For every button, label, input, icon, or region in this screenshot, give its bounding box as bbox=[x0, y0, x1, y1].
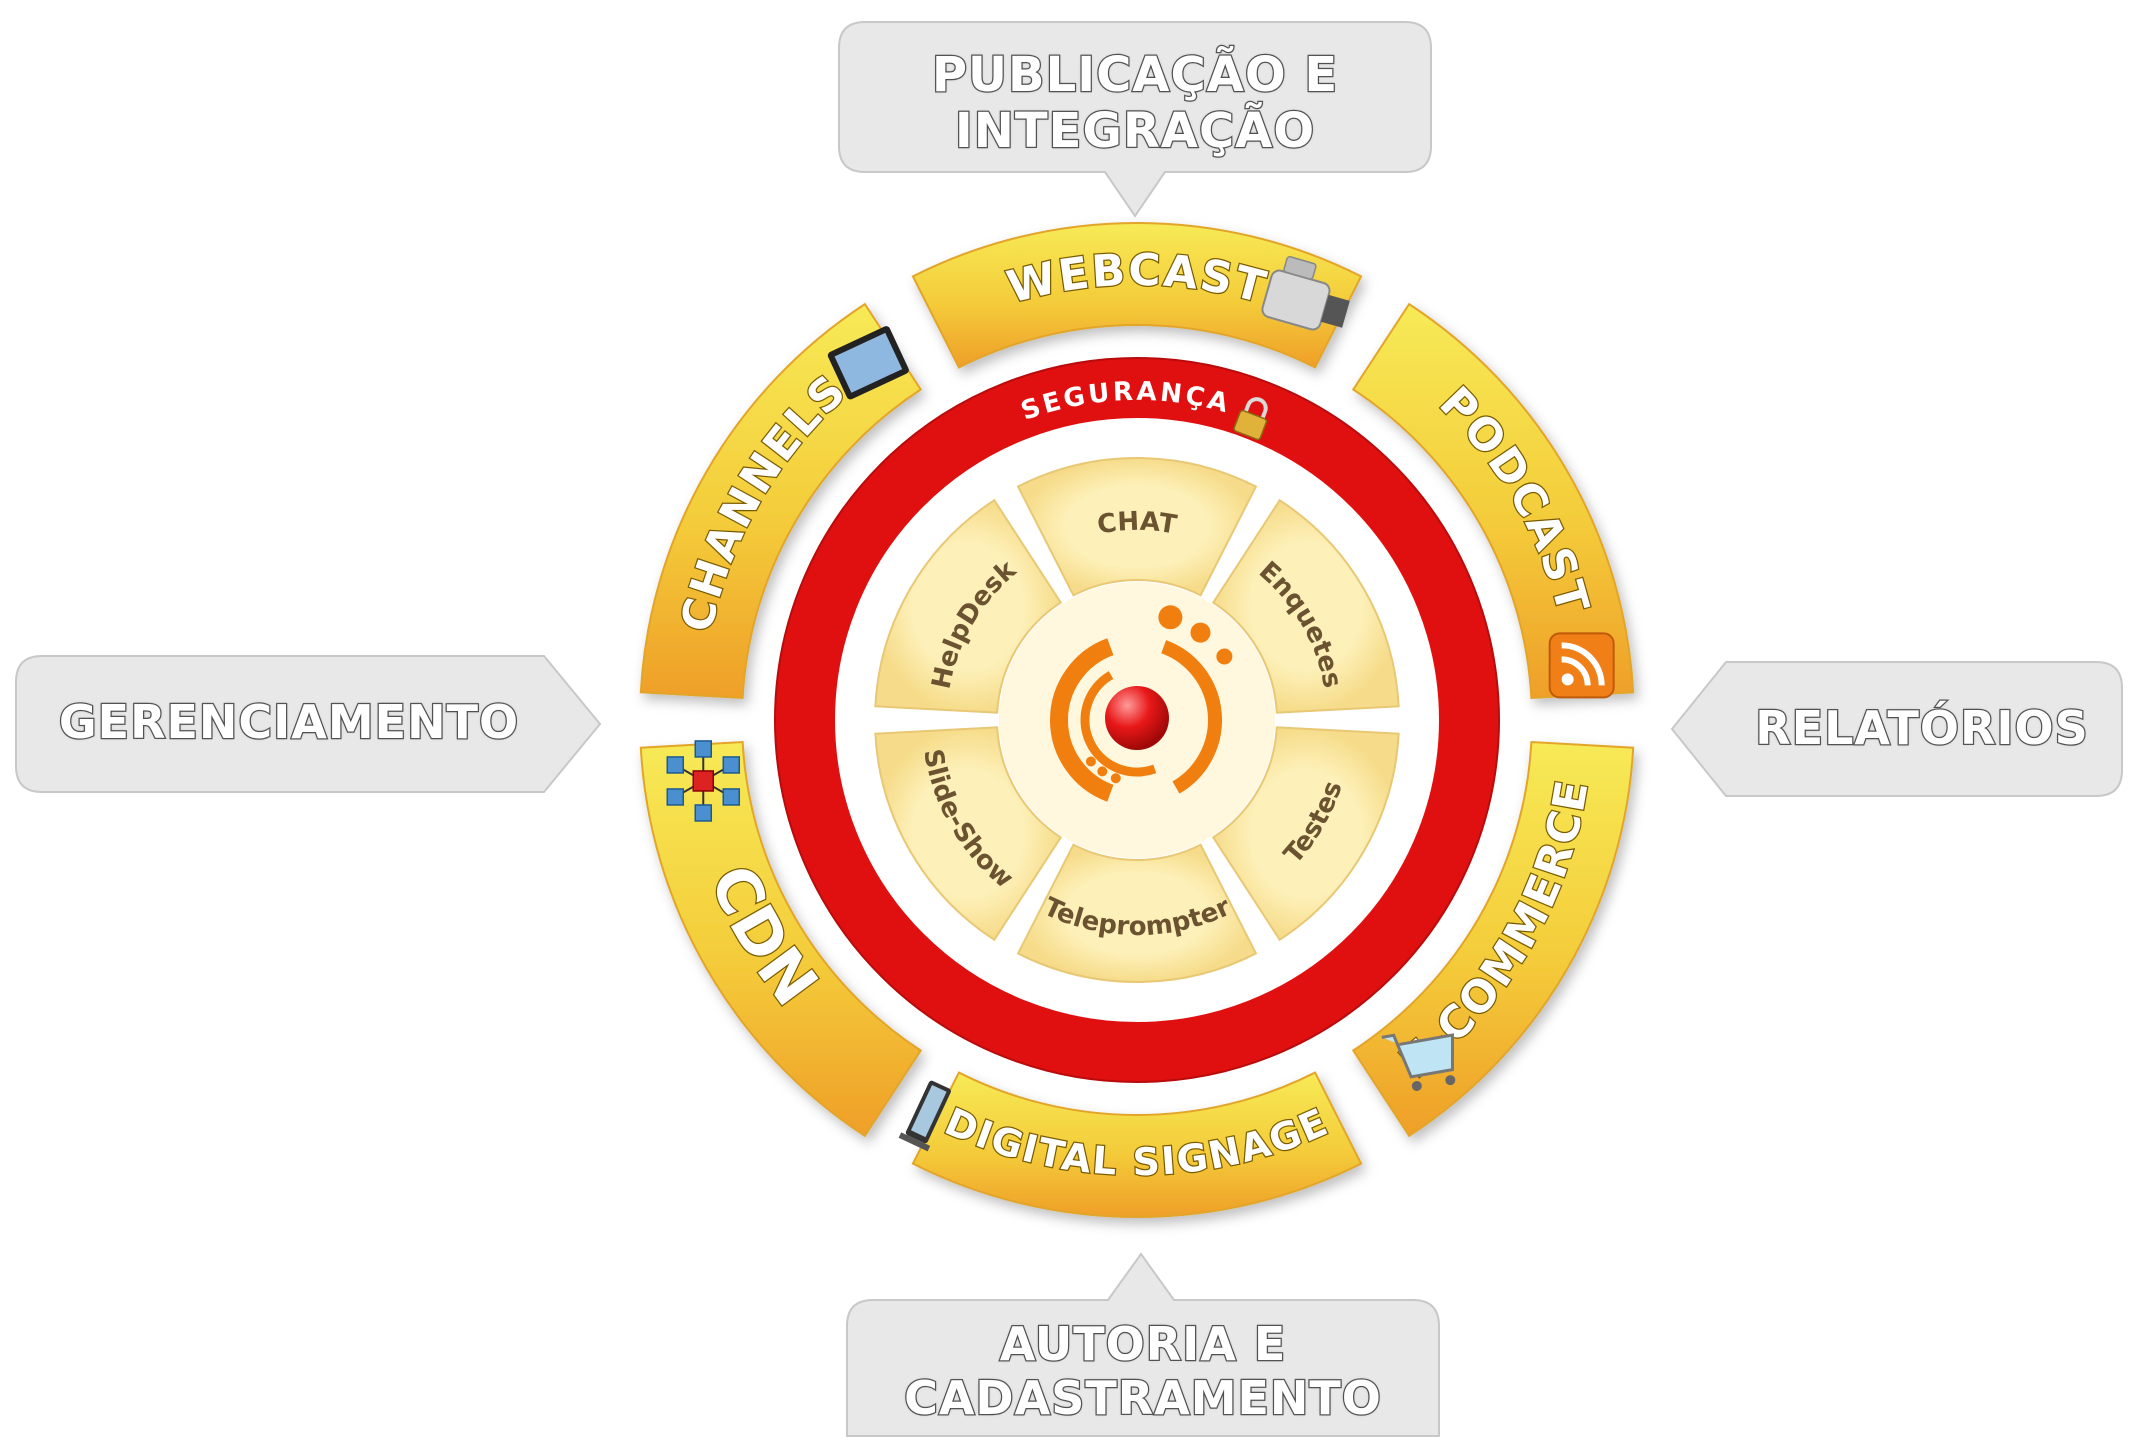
callout-shape bbox=[838, 21, 1432, 218]
rss-feed-icon bbox=[1548, 632, 1615, 699]
callout-line-2: CADASTRAMENTO bbox=[903, 1370, 1382, 1425]
network-nodes-icon bbox=[666, 740, 741, 822]
callout-line-1: PUBLICAÇÃO E bbox=[931, 46, 1339, 104]
outer-segment-digital-signage: DIGITAL SIGNAGE bbox=[911, 1071, 1363, 1219]
inner-segment-enquetes: Enquetes bbox=[1211, 498, 1400, 714]
outer-segment-shape bbox=[911, 1071, 1363, 1219]
outer-segment-webcast: WEBCAST bbox=[911, 221, 1363, 369]
callout-line-2: INTEGRAÇÃO bbox=[954, 102, 1316, 160]
digital-display-icon bbox=[898, 1080, 951, 1152]
callout-label: RELATÓRIOS bbox=[1754, 700, 2089, 755]
shopping-cart-icon bbox=[1381, 1033, 1456, 1092]
inner-segment-teleprompter: Teleprompter bbox=[1016, 843, 1258, 983]
security-ring-band bbox=[775, 358, 1499, 1082]
inner-segment-shape bbox=[1211, 498, 1400, 714]
outer-segment-shape bbox=[639, 740, 923, 1138]
callout-gerenciamento: GERENCIAMENTO bbox=[14, 654, 604, 794]
security-ring-edge bbox=[774, 357, 1500, 1083]
segment-icons bbox=[666, 256, 1615, 1152]
callout-relatorios: RELATÓRIOS bbox=[1670, 660, 2124, 798]
outer-segment-shape bbox=[1351, 302, 1635, 700]
inner-segment-helpdesk: HelpDesk bbox=[874, 498, 1063, 714]
center-logo bbox=[999, 582, 1275, 858]
inner-segment-slide-show: Slide-Show bbox=[874, 726, 1063, 942]
inner-segment-shape bbox=[874, 498, 1063, 714]
inner-segment-label: CHAT bbox=[1095, 507, 1179, 541]
tv-screen-icon bbox=[827, 326, 909, 400]
callout-label: GERENCIAMENTO bbox=[58, 694, 520, 749]
padlock-icon bbox=[1233, 397, 1268, 441]
orange-logo-icon bbox=[999, 582, 1275, 858]
callout-shape bbox=[15, 655, 602, 793]
inner-segment-shape bbox=[874, 726, 1063, 942]
inner-segment-testes: Testes bbox=[1211, 726, 1400, 942]
inner-segment-chat: CHAT bbox=[1016, 457, 1258, 597]
callout-line-1: AUTORIA E bbox=[998, 1316, 1287, 1371]
inner-ring: CHAT EnquetesTestesTeleprompterSlide-Show… bbox=[874, 457, 1400, 983]
callout-autoria-cadastramento: AUTORIA E CADASTRAMENTO bbox=[843, 1250, 1443, 1437]
outer-segment-shape bbox=[639, 302, 923, 700]
outer-segment-shape bbox=[911, 221, 1363, 369]
callout-shape bbox=[846, 1252, 1440, 1437]
video-camera-icon bbox=[1261, 256, 1350, 331]
inner-segment-shape bbox=[1016, 843, 1258, 983]
outer-segment-shape bbox=[1351, 740, 1635, 1138]
inner-segment-shape bbox=[1016, 457, 1258, 597]
callout-publicacao-integracao: PUBLICAÇÃO E INTEGRAÇÃO bbox=[835, 18, 1435, 223]
callout-shape bbox=[1670, 661, 2123, 797]
inner-segment-shape bbox=[1211, 726, 1400, 942]
